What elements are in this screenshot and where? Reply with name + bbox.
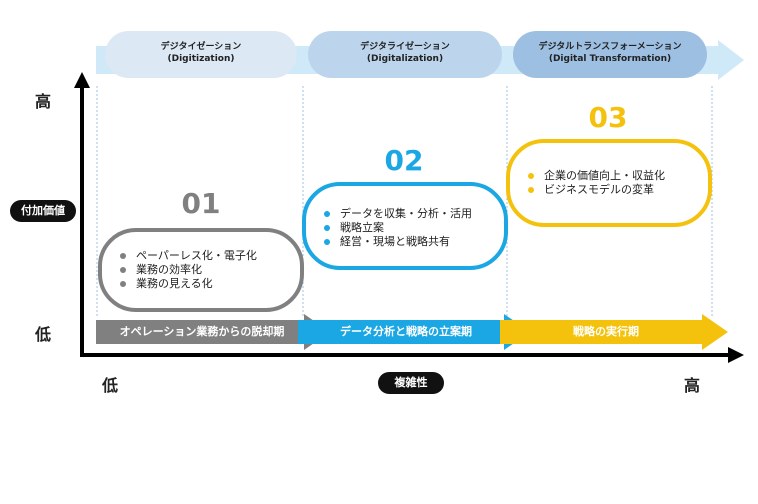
bullet-icon <box>528 173 534 179</box>
phase-arrow-label-3: 戦略の実行期 <box>573 325 639 338</box>
phase-arrow-label-1: オペレーション業務からの脱却期 <box>119 325 285 338</box>
y-axis-low: 低 <box>35 325 52 344</box>
stage-jp: デジタライゼーション <box>360 42 450 52</box>
x-axis-low: 低 <box>102 376 119 395</box>
bullet-icon <box>324 225 330 231</box>
bullet-icon <box>120 267 126 273</box>
phase-number-02: 02 <box>384 144 424 177</box>
stage-digital-transformation: デジタルトランスフォーメーション (Digital Transformation… <box>513 31 707 78</box>
bullet-icon <box>324 211 330 217</box>
phase-arrows <box>96 314 728 350</box>
phase-box-01: ペーパーレス化・電子化 業務の効率化 業務の見える化 <box>98 228 304 312</box>
list-item: 業務の見える化 <box>120 277 300 291</box>
phase-number-03: 03 <box>588 101 628 134</box>
phase-arrow-1 <box>96 314 330 350</box>
phase-arrow-2 <box>298 314 530 350</box>
x-axis-label: 複雑性 <box>378 372 444 394</box>
list-item: ビジネスモデルの変革 <box>528 183 708 197</box>
phase-box-02: データを収集・分析・活用 戦略立案 経営・現場と戦略共有 <box>302 182 508 270</box>
list-item: 戦略立案 <box>324 221 504 235</box>
stage-jp: デジタルトランスフォーメーション <box>538 42 682 52</box>
y-axis-high: 高 <box>35 92 52 111</box>
bullet-icon <box>120 281 126 287</box>
phase-arrow-3 <box>500 314 728 350</box>
bullet-icon <box>528 187 534 193</box>
stage-en: (Digitization) <box>167 54 235 64</box>
bullet-icon <box>120 253 126 259</box>
stage-digitization: デジタイゼーション (Digitization) <box>105 31 297 78</box>
stage-en: (Digitalization) <box>366 54 444 64</box>
x-axis-high: 高 <box>684 376 701 395</box>
axes <box>74 72 744 363</box>
y-axis-label: 付加価値 <box>10 200 76 222</box>
phase-box-03: 企業の価値向上・収益化 ビジネスモデルの変革 <box>506 139 712 227</box>
stage-digitalization: デジタライゼーション (Digitalization) <box>308 31 502 78</box>
list-item: 業務の効率化 <box>120 263 300 277</box>
phase-arrow-label-2: データ分析と戦略の立案期 <box>340 325 472 338</box>
list-item: 企業の価値向上・収益化 <box>528 169 708 183</box>
phase-number-01: 01 <box>181 187 221 220</box>
list-item: ペーパーレス化・電子化 <box>120 249 300 263</box>
stage-en: (Digital Transformation) <box>548 54 672 64</box>
stage-jp: デジタイゼーション <box>160 42 242 52</box>
bullet-icon <box>324 239 330 245</box>
list-item: データを収集・分析・活用 <box>324 207 504 221</box>
list-item: 経営・現場と戦略共有 <box>324 235 504 249</box>
